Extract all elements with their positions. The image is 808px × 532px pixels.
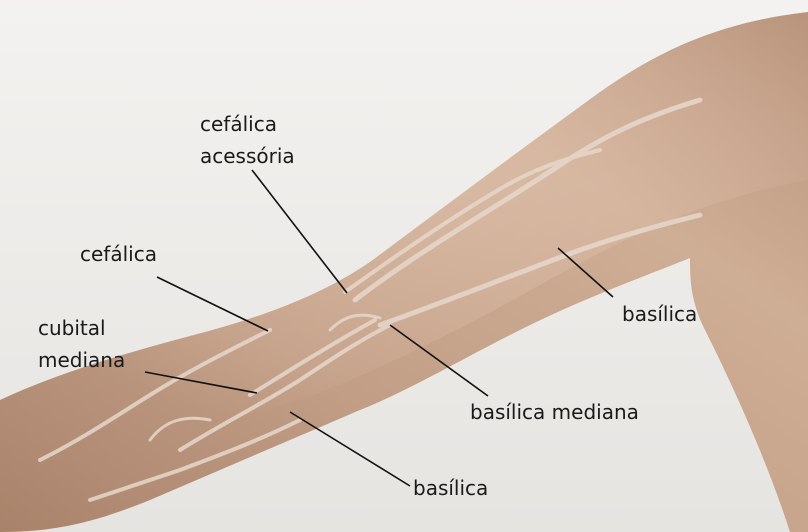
label-cefalica-acessoria-line2: acessória [200, 142, 295, 170]
label-cubital-mediana-line2: mediana [38, 346, 125, 374]
label-basilica-mediana: basílica mediana [470, 398, 639, 426]
label-basilica-upper: basílica [622, 300, 697, 328]
label-basilica-lower: basílica [413, 474, 488, 502]
label-cefalica: cefálica [80, 240, 157, 268]
label-cefalica-acessoria-line1: cefálica [200, 110, 277, 138]
label-cubital-mediana-line1: cubital [38, 314, 106, 342]
